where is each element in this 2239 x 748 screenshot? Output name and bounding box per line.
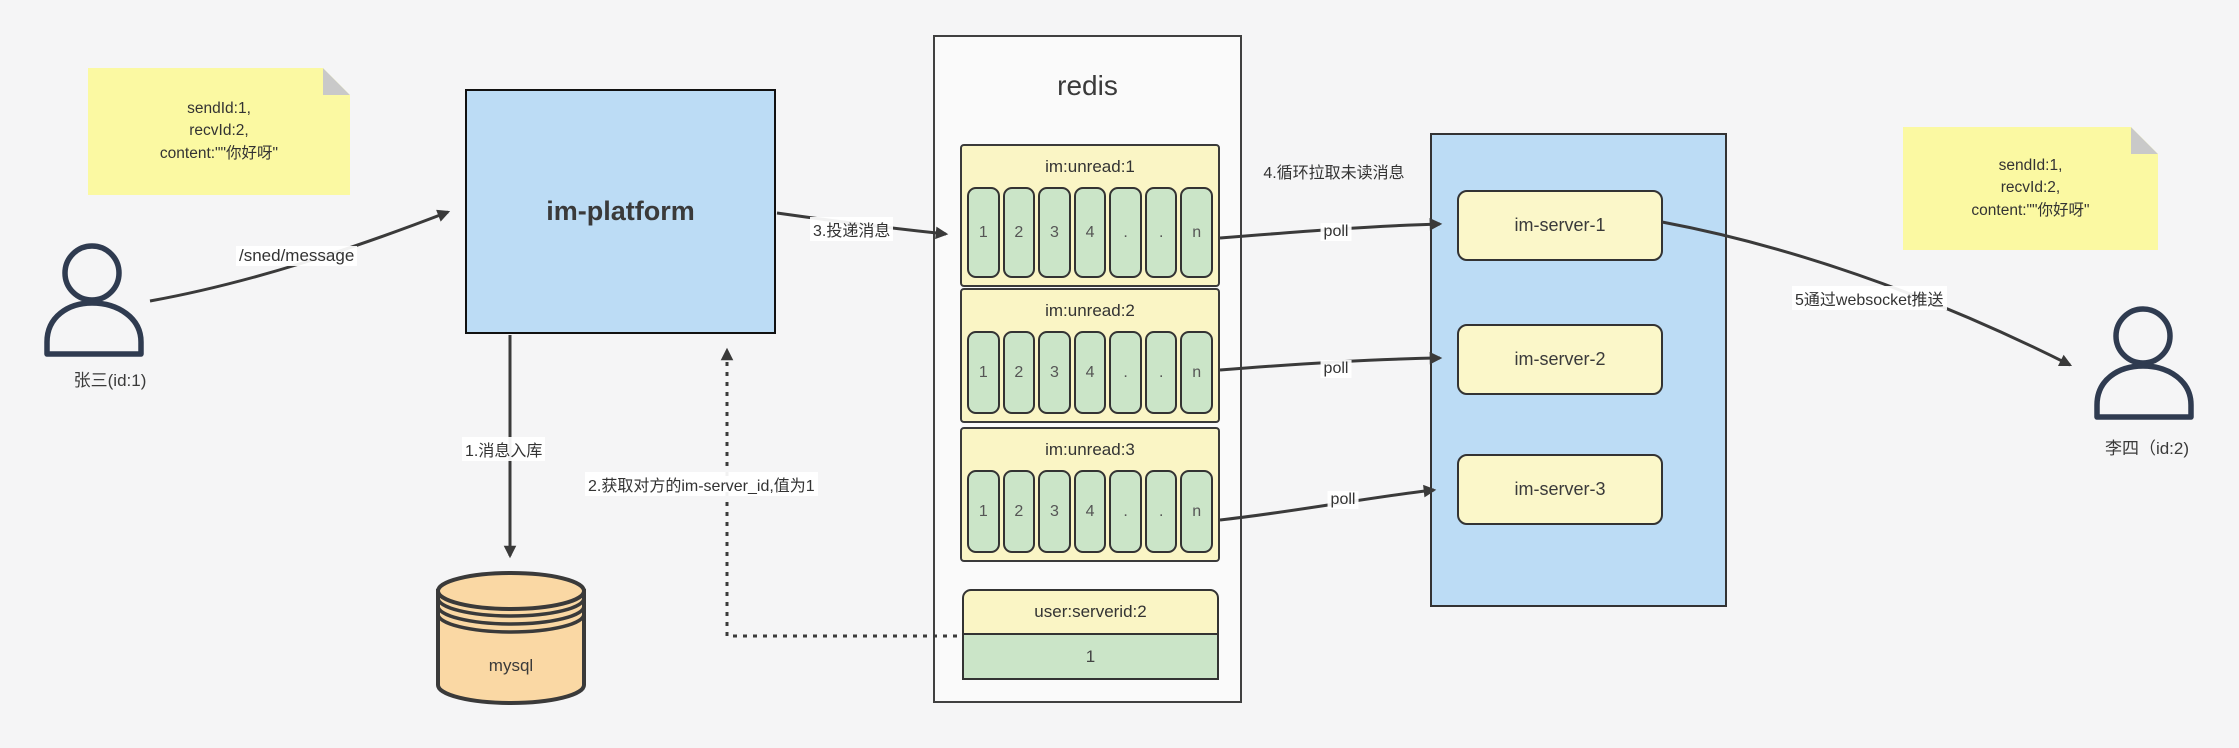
queue-cell: . (1144, 331, 1178, 414)
im-server-node[interactable]: im-server-2 (1457, 324, 1663, 395)
queue-title: im:unread:2 (1045, 300, 1135, 320)
queue-cell: 4 (1073, 470, 1107, 553)
im-server-node[interactable]: im-server-1 (1457, 190, 1663, 261)
im-platform-label: im-platform (546, 196, 695, 226)
edge-label-poll: poll (1327, 491, 1359, 509)
actor-sender[interactable] (40, 240, 150, 363)
edge-label-step3: 3.投递消息 (810, 217, 894, 241)
user-serverid-key: user:serverid:2 (962, 589, 1219, 635)
note-line: content:""你好呀" (1971, 201, 2090, 219)
queue-cell: 3 (1038, 331, 1071, 414)
database-cylinder-icon (436, 571, 586, 705)
sticky-note-receiver[interactable]: sendId:1, recvId:2, content:""你好呀" (1903, 127, 2158, 250)
queue-cell: . (1144, 470, 1178, 553)
queue-cell: 2 (1002, 331, 1036, 414)
im-server-cluster[interactable]: im-server-1 im-server-2 im-server-3 (1430, 133, 1727, 607)
actor-receiver[interactable] (2088, 303, 2198, 426)
queue-cell: 1 (967, 187, 1000, 278)
note-fold-icon (323, 68, 350, 95)
note-line: sendId:1, (187, 99, 251, 117)
queue-cell: n (1180, 187, 1214, 278)
note-fold-icon (2131, 127, 2158, 154)
im-platform-node[interactable]: im-platform (465, 89, 776, 334)
edge-label-step4: 4.循环拉取未读消息 (1263, 165, 1405, 182)
user-serverid-node[interactable]: user:serverid:2 1 (962, 589, 1219, 680)
redis-title: redis (1057, 70, 1118, 101)
edge-label-poll: poll (1320, 223, 1352, 241)
actor-sender-label: 张三(id:1) (73, 371, 147, 390)
person-icon (44, 243, 144, 357)
queue-cell: 1 (967, 331, 1000, 414)
user-serverid-value: 1 (962, 635, 1219, 680)
queue-cell: 2 (1002, 187, 1036, 278)
queue-cell: 3 (1038, 470, 1071, 553)
mysql-label: mysql (488, 656, 534, 675)
queue-cell: 4 (1073, 331, 1107, 414)
mysql-node[interactable]: mysql (435, 570, 587, 706)
edge-label-send-message: /sned/message (236, 246, 358, 266)
edge-label-step1: 1.消息入库 (462, 437, 546, 461)
actor-receiver-label: 李四（id:2) (2104, 439, 2190, 458)
im-server-node[interactable]: im-server-3 (1457, 454, 1663, 525)
queue-cell: 2 (1002, 470, 1036, 553)
note-line: content:""你好呀" (159, 144, 279, 162)
edge-label-poll: poll (1320, 360, 1352, 378)
queue-cell: n (1180, 470, 1214, 553)
queue-cell: n (1180, 331, 1214, 414)
queue-title: im:unread:1 (1045, 156, 1135, 176)
queue-cell: . (1109, 187, 1142, 278)
queue-cell: . (1109, 331, 1142, 414)
note-line: sendId:1, (1998, 156, 2063, 174)
edge-label-step5: 5通过websocket推送 (1792, 286, 1947, 310)
queue-cell: . (1144, 187, 1178, 278)
edge-label-step2: 2.获取对方的im-server_id,值为1 (585, 472, 818, 496)
queue-cell: 1 (967, 470, 1000, 553)
note-line: recvId:2, (2000, 179, 2061, 197)
queue-cell: 4 (1073, 187, 1107, 278)
sticky-note-sender[interactable]: sendId:1, recvId:2, content:""你好呀" (88, 68, 350, 195)
queue-cell: 3 (1038, 187, 1071, 278)
queue-title: im:unread:3 (1045, 439, 1135, 459)
queue-cell: . (1109, 470, 1142, 553)
person-icon (2094, 306, 2194, 420)
note-line: recvId:2, (189, 122, 249, 140)
